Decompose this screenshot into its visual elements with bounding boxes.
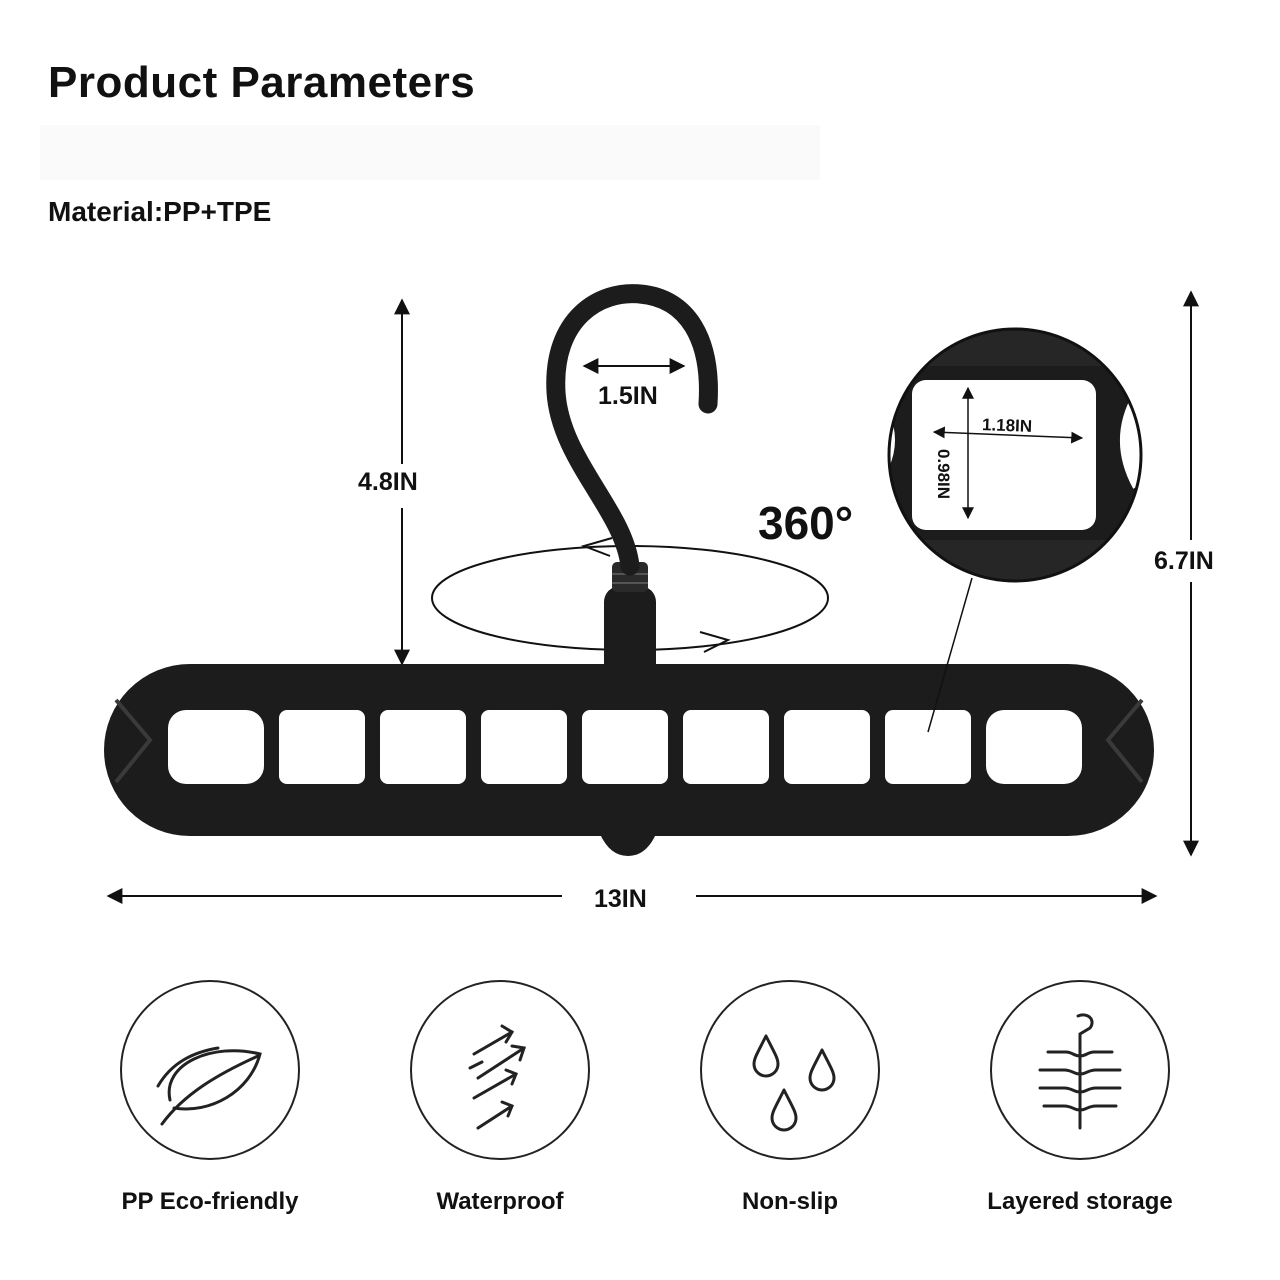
wind-arrows-icon xyxy=(468,1024,526,1130)
hanger-diagram xyxy=(40,125,1199,904)
hook-opening-label: 1.5IN xyxy=(598,382,658,410)
feature-circle xyxy=(990,980,1170,1160)
feature-waterproof: Waterproof xyxy=(380,980,620,1216)
hanger-hole xyxy=(380,710,466,784)
hook-height-label: 4.8IN xyxy=(358,468,418,496)
hanger-hole xyxy=(168,710,264,784)
callout-line xyxy=(927,577,973,733)
swivel-neck xyxy=(604,562,656,694)
hanger-hook xyxy=(546,284,718,576)
feature-label: PP Eco-friendly xyxy=(121,1188,299,1215)
material-text: Material:PP+TPE xyxy=(48,196,272,227)
feature-label: Waterproof xyxy=(436,1188,564,1215)
hole-detail-magnifier xyxy=(887,327,1143,583)
page-title: Product Parameters xyxy=(48,58,476,107)
hanger-rack-icon xyxy=(1038,1013,1122,1130)
feature-label: Non-slip xyxy=(742,1188,838,1215)
hanger-bar xyxy=(104,664,1154,856)
feature-layered-storage: Layered storage xyxy=(960,980,1200,1216)
hanger-hole xyxy=(986,710,1082,784)
rotation-arrow-left xyxy=(580,537,613,557)
hanger-hole xyxy=(784,710,870,784)
total-width-label: 13IN xyxy=(594,885,647,913)
rotation-arrow-right xyxy=(699,631,731,653)
hanger-hole xyxy=(279,710,365,784)
feature-non-slip: Non-slip xyxy=(670,980,910,1216)
feature-eco-friendly: PP Eco-friendly xyxy=(90,980,330,1216)
total-height-label: 6.7IN xyxy=(1154,547,1214,575)
water-drops-icon xyxy=(752,1034,836,1132)
hanger-hole xyxy=(481,710,567,784)
leaf-icon xyxy=(156,1046,262,1126)
hole-width-label: 1.18IN xyxy=(981,415,1033,436)
hanger-hole xyxy=(683,710,769,784)
feature-circle xyxy=(700,980,880,1160)
rotation-label: 360° xyxy=(758,497,854,549)
feature-circle xyxy=(410,980,590,1160)
hanger-hole xyxy=(885,710,971,784)
feature-circle xyxy=(120,980,300,1160)
hanger-hole xyxy=(582,710,668,784)
feature-label: Layered storage xyxy=(987,1188,1173,1215)
title-underband xyxy=(40,125,820,180)
hole-height-label: 0.98IN xyxy=(934,448,954,500)
